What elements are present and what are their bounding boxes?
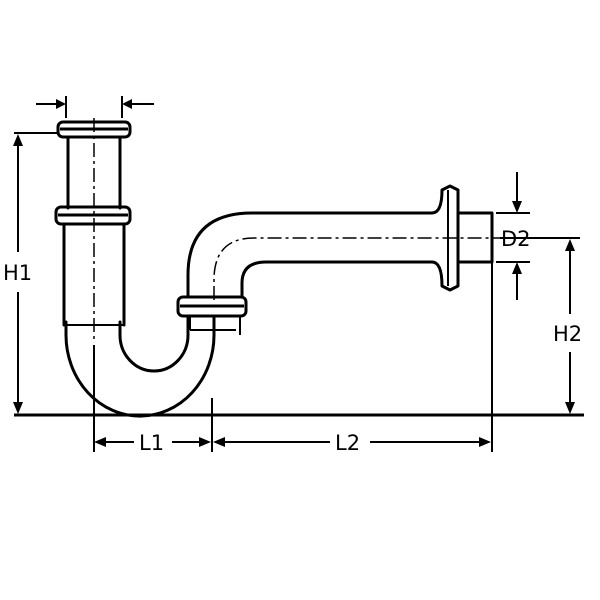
label-d2: D2	[501, 227, 531, 251]
u-bend	[64, 316, 216, 418]
label-h2: H2	[553, 322, 582, 346]
dim-h2: H2	[500, 237, 582, 414]
label-h1: H1	[3, 261, 32, 285]
dim-h1: H1	[3, 132, 58, 414]
dim-d2: D2	[496, 172, 531, 300]
middle-nut	[176, 295, 248, 335]
collar-nut	[54, 205, 132, 226]
dim-top-diameter	[36, 96, 154, 118]
centerlines	[93, 118, 512, 342]
dim-l1-l2: L1 L2	[93, 262, 493, 455]
label-l1: L1	[139, 431, 164, 455]
label-l2: L2	[335, 431, 360, 455]
inlet-pipe	[54, 120, 132, 327]
outlet-elbow	[186, 211, 434, 299]
